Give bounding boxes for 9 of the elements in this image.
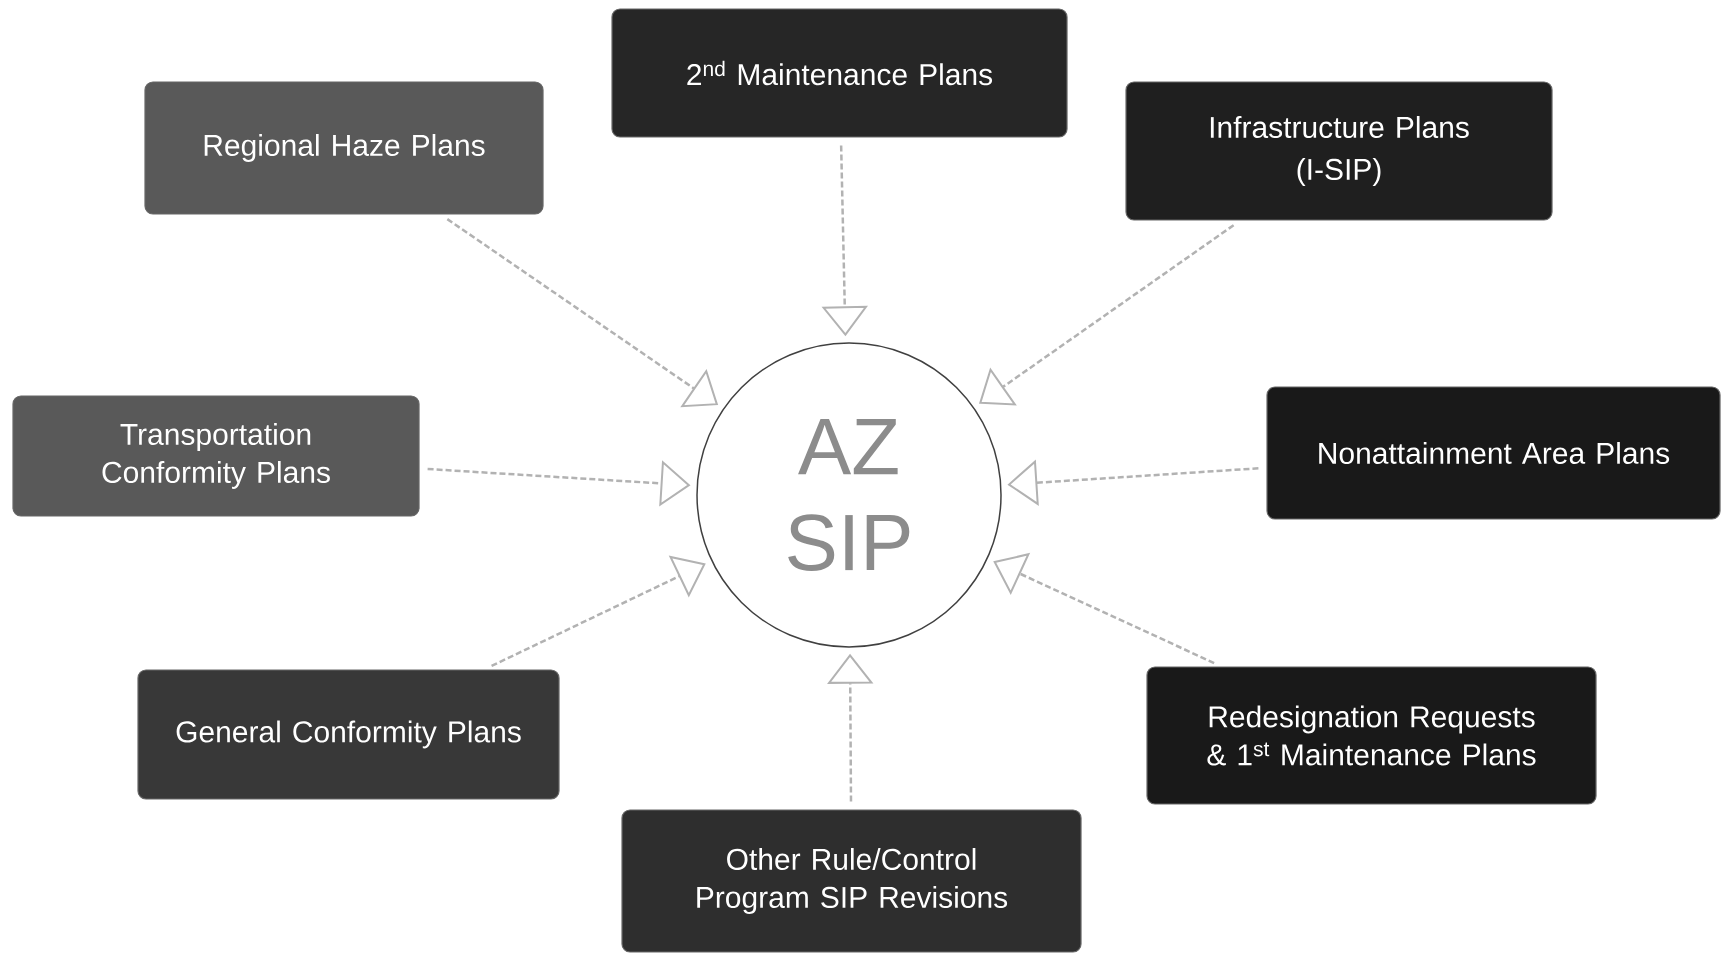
- arrow: [491, 555, 706, 668]
- plan-box: Regional Haze Plans: [144, 81, 544, 215]
- plan-box: General Conformity Plans: [137, 669, 560, 800]
- plan-box: Nonattainment Area Plans: [1266, 386, 1721, 520]
- plan-box: Redesignation Requests & 1$^{st}$ Maintenance Plans: [1146, 666, 1597, 805]
- plan-box: Other Rule/Control Program SIP Revisions: [621, 809, 1082, 953]
- plan-box: Infrastructure Plans (I-SIP): [1125, 81, 1553, 221]
- plan-box: 2$^{nd}$ Maintenance Plans: [611, 8, 1068, 138]
- plan-box: Transportation Conformity Plans: [12, 395, 420, 517]
